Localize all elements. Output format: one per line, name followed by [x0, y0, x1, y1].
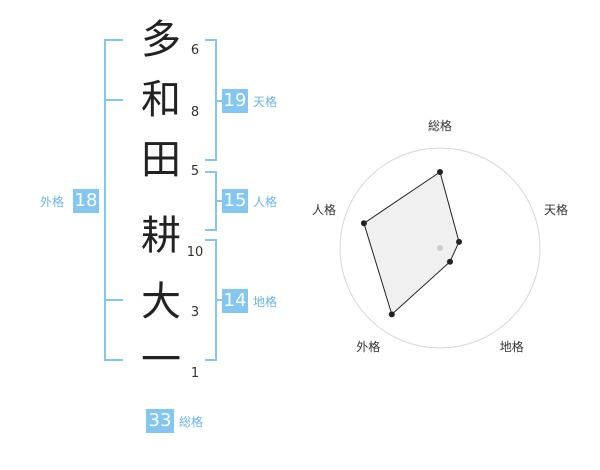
radar-center-dot	[437, 245, 443, 251]
radar-point-3	[446, 258, 453, 265]
tenkaku-value-badge: 19	[222, 89, 248, 113]
soukaku-value-badge: 33	[146, 409, 174, 433]
gaikaku-value-badge: 18	[73, 189, 99, 213]
radar-point-5	[360, 220, 367, 227]
name-char-5: 大	[141, 279, 181, 325]
stroke-count-3: 5	[190, 164, 200, 179]
radar-axis-label-4: 外格	[356, 339, 381, 354]
gaikaku-label: 外格	[40, 195, 65, 209]
name-char-3: 田	[141, 137, 181, 183]
radar-axis-label-5: 人格	[311, 203, 336, 218]
radar-point-1	[437, 169, 443, 175]
tenkaku-label: 天格	[253, 95, 278, 109]
stroke-count-5: 3	[190, 305, 200, 320]
name-char-6: 一	[141, 337, 181, 383]
jinkaku-value-badge: 15	[222, 189, 248, 213]
radar-axis-label-2: 天格	[544, 203, 569, 218]
chikaku-value-badge: 14	[222, 289, 248, 313]
stroke-count-1: 6	[190, 43, 200, 58]
stroke-count-2: 8	[190, 105, 200, 120]
soukaku-label: 総格	[179, 415, 204, 429]
gaikaku-bracket	[104, 39, 123, 361]
name-char-4: 耕	[141, 213, 181, 259]
jinkaku-label: 人格	[253, 195, 278, 209]
chikaku-label: 地格	[253, 295, 278, 309]
radar-data-polygon	[363, 171, 460, 316]
radar-axis-label-1: 総格	[427, 119, 452, 133]
name-char-2: 和	[141, 77, 181, 123]
stroke-count-6: 1	[190, 366, 200, 381]
radar-point-4	[388, 311, 395, 318]
name-char-1: 多	[141, 17, 181, 63]
stroke-count-4: 10	[186, 245, 204, 260]
radar-point-2	[456, 238, 463, 245]
radar-axis-label-3: 地格	[499, 339, 524, 354]
